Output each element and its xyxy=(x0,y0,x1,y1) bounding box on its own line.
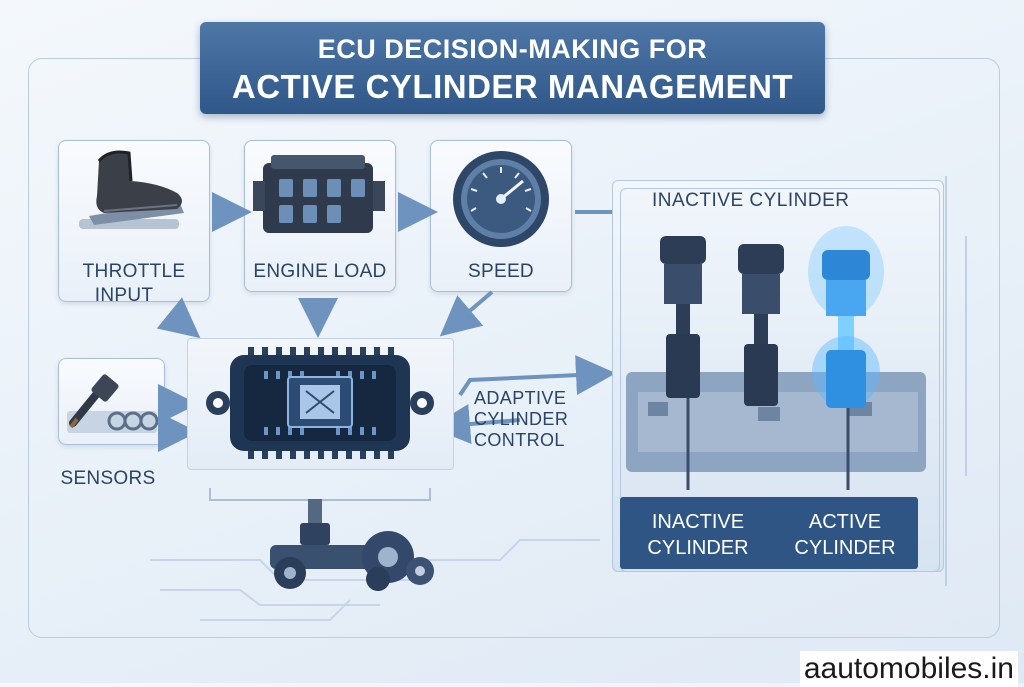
sensors-box xyxy=(58,358,165,445)
active-cylinder-label: ACTIVE CYLINDER xyxy=(775,509,915,561)
active-cylinder-icon xyxy=(808,226,884,490)
engine-block-icon xyxy=(253,155,385,233)
adaptive-control-label: ADAPTIVE CYLINDER CONTROL xyxy=(474,388,568,451)
title-banner: ECU DECISION-MAKING FOR ACTIVE CYLINDER … xyxy=(200,22,825,114)
watermark: aautomobiles.in xyxy=(799,651,1018,687)
sensors-label: SENSORS xyxy=(60,468,156,489)
active-cylinder-line-2: CYLINDER xyxy=(794,537,896,559)
inactive-cylinder-line-1: INACTIVE xyxy=(651,511,745,533)
throttle-label-line-2: INPUT xyxy=(94,285,154,306)
title-line-2: ACTIVE CYLINDER MANAGEMENT xyxy=(231,68,794,105)
cylinder-status-bar xyxy=(620,497,918,569)
foot-pedal-icon xyxy=(79,150,184,229)
panel-side-lines xyxy=(945,176,967,586)
engine-load-box: ENGINE LOAD xyxy=(244,140,396,292)
inactive-cylinder-1-icon xyxy=(660,236,706,490)
gear-mechanism-icon xyxy=(270,499,434,591)
inactive-cylinder-2-icon xyxy=(738,244,784,406)
adaptive-line-1: ADAPTIVE xyxy=(474,388,567,408)
sensor-icon xyxy=(67,374,159,433)
adaptive-line-2: CYLINDER xyxy=(474,409,569,429)
throttle-label-line-1: THROTTLE xyxy=(82,261,186,282)
ecu-chip-icon xyxy=(206,347,434,459)
inactive-cylinder-line-2: CYLINDER xyxy=(647,537,749,559)
panel-title: INACTIVE CYLINDER xyxy=(652,190,850,211)
adaptive-line-3: CONTROL xyxy=(474,430,565,450)
cylinder-panel-inner-frame xyxy=(620,188,940,572)
inactive-cylinder-label: INACTIVE CYLINDER xyxy=(628,509,768,561)
speedometer-icon xyxy=(453,151,549,247)
title-line-1: ECU DECISION-MAKING FOR xyxy=(317,34,708,64)
active-cylinder-line-1: ACTIVE xyxy=(808,511,882,533)
throttle-input-box: THROTTLE INPUT xyxy=(58,140,210,306)
engine-load-label: ENGINE LOAD xyxy=(253,261,387,282)
cylinders-illustration xyxy=(626,226,926,490)
speed-label: SPEED xyxy=(468,261,534,282)
speed-box: SPEED xyxy=(430,140,572,292)
